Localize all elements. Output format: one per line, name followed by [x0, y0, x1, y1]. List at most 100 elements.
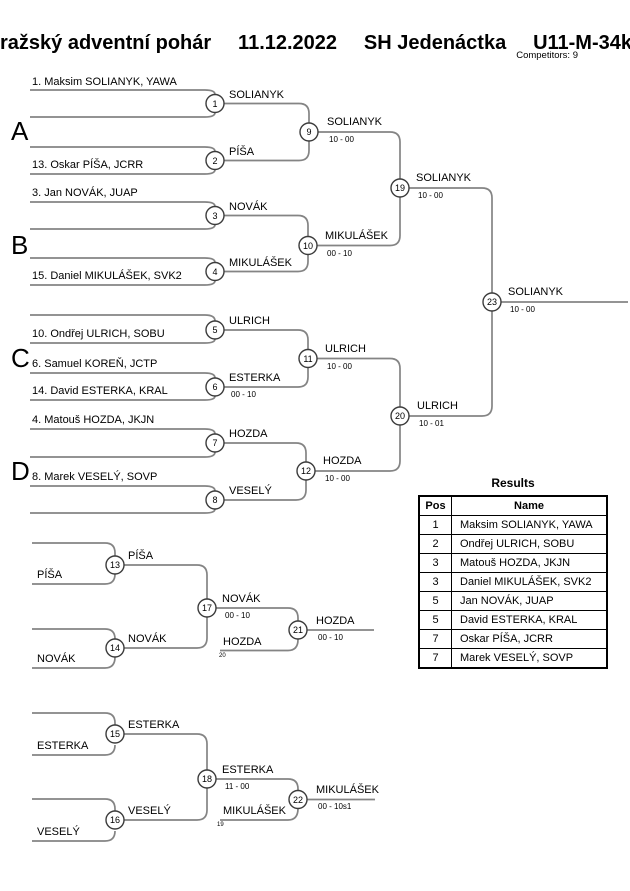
match-circle-23 [482, 292, 502, 312]
entrant-name-esterka: 14. David ESTERKA, KRAL [32, 385, 168, 397]
winner-name-m13: PÍŠA [128, 550, 154, 562]
winner-name-m16: VESELÝ [128, 805, 171, 817]
match-circle-19 [390, 178, 410, 198]
match-score-m10: 00 - 10 [327, 249, 352, 258]
match-circle-2 [205, 150, 225, 171]
match-circle-7 [205, 433, 225, 453]
match-score-m21: 00 - 10 [318, 633, 343, 642]
winner-name-m22: MIKULÁŠEK [316, 784, 379, 796]
match-number-6: 6 [212, 382, 218, 392]
match-score-m11: 10 - 00 [327, 362, 352, 371]
consol2-entrant-esterka: ESTERKA [37, 740, 89, 752]
entrant-name-hozda: 4. Matouš HOZDA, JKJN [32, 414, 155, 426]
results-panel: Results Pos Name 1 Maksim SOLIANYK, YAWA… [418, 476, 608, 669]
winner-name-m20: ULRICH [417, 400, 458, 412]
match-circle-10 [298, 235, 318, 256]
result-name: Jan NOVÁK, JUAP [451, 591, 608, 611]
winner-name-m4: MIKULÁŠEK [229, 257, 292, 269]
match-number-5: 5 [212, 325, 218, 335]
match-circle-9 [299, 122, 319, 142]
winner-name-m17: NOVÁK [222, 593, 261, 605]
match-number-12: 12 [300, 466, 311, 476]
match-score-m23: 10 - 00 [510, 305, 535, 314]
winner-name-m6: ESTERKA [229, 372, 281, 384]
match-number-14: 14 [109, 643, 120, 653]
match-circle-12 [296, 461, 316, 481]
match-circle-17 [197, 598, 217, 618]
match-number-17: 17 [201, 603, 212, 613]
dropin-name-hozda: HOZDA [223, 636, 262, 648]
match-number-2: 2 [212, 155, 218, 166]
dropin-name-mikulasek: MIKULÁŠEK [223, 805, 286, 817]
results-title: Results [491, 476, 535, 490]
entrant-name-ulrich: 10. Ondřej ULRICH, SOBU [32, 328, 165, 340]
results-header-row: Pos Name [418, 495, 608, 516]
result-pos: 1 [418, 515, 452, 535]
entrant-name-koren: 6. Samuel KOREŇ, JCTP [32, 358, 158, 370]
result-row: 7 Marek VESELÝ, SOVP [418, 648, 608, 669]
page-title: ražský adventní pohár 11.12.2022 SH Jede… [0, 30, 630, 56]
entrant-name-solianyk: 1. Maksim SOLIANYK, YAWA [32, 76, 177, 88]
winner-name-m5: ULRICH [229, 315, 270, 327]
result-row: 1 Maksim SOLIANYK, YAWA [418, 515, 608, 535]
match-number-22: 22 [292, 794, 303, 805]
result-row: 5 Jan NOVÁK, JUAP [418, 591, 608, 611]
match-number-11: 11 [303, 353, 313, 364]
match-circle-16 [105, 810, 125, 830]
match-score-m6: 00 - 10 [231, 390, 256, 399]
winner-name-m3: NOVÁK [229, 201, 268, 213]
winner-name-m8: VESELÝ [229, 485, 272, 497]
entrant-name-pisa: 13. Oskar PÍŠA, JCRR [32, 159, 144, 171]
consolation1-lines [32, 542, 374, 669]
match-number-4: 4 [212, 266, 218, 277]
match-score-m19: 10 - 00 [418, 191, 443, 200]
match-circle-5 [205, 320, 225, 340]
dropin-source-ref-20: 20 [219, 653, 226, 659]
result-pos: 7 [418, 648, 452, 669]
competitors-count: Competitors: 9 [516, 50, 578, 61]
group-label-c: C [11, 343, 30, 373]
match-circle-21 [288, 620, 308, 640]
match-circle-6 [205, 377, 225, 397]
result-pos: 3 [418, 553, 452, 573]
match-circle-4 [205, 261, 225, 282]
title-part-category: U11-M-34k [533, 32, 630, 54]
match-circle-3 [205, 205, 225, 226]
entrant-name-vesely: 8. Marek VESELÝ, SOVP [32, 471, 158, 483]
winner-name-m23: SOLIANYK [508, 286, 564, 298]
match-circle-8 [205, 490, 225, 510]
match-score-m22: 00 - 10s1 [318, 802, 352, 811]
match-number-23: 23 [486, 297, 497, 307]
result-row: 3 Matouš HOZDA, JKJN [418, 553, 608, 573]
winner-name-m2: PÍŠA [229, 146, 255, 158]
title-part-date: 11.12.2022 [238, 32, 338, 54]
winner-name-m12: HOZDA [323, 455, 362, 467]
group-label-b: B [11, 230, 29, 260]
col-header-name: Name [451, 495, 608, 516]
match-number-21: 21 [292, 625, 303, 635]
match-number-20: 20 [394, 411, 405, 421]
result-pos: 7 [418, 629, 452, 649]
match-number-3: 3 [212, 210, 218, 221]
match-number-18: 18 [201, 774, 212, 784]
match-number-13: 13 [109, 560, 120, 570]
match-score-m17: 00 - 10 [225, 611, 250, 620]
match-number-8: 8 [212, 495, 218, 505]
title-part-venue: SH Jedenáctka [363, 32, 507, 54]
result-row: 3 Daniel MIKULÁŠEK, SVK2 [418, 572, 608, 592]
results-table: Pos Name 1 Maksim SOLIANYK, YAWA 2 Ondře… [418, 495, 608, 669]
dropin-source-ref-19: 19 [217, 822, 224, 828]
match-circle-13 [105, 555, 125, 575]
match-circle-11 [298, 348, 318, 369]
match-number-10: 10 [302, 240, 313, 251]
group-label-a: A [11, 116, 29, 146]
match-number-19: 19 [394, 183, 405, 193]
title-part-event: ražský adventní pohár [0, 32, 212, 54]
col-header-pos: Pos [418, 495, 452, 516]
winner-name-m19: SOLIANYK [416, 172, 472, 184]
consolation2-lines [32, 712, 375, 842]
winner-name-m1: SOLIANYK [229, 89, 285, 101]
result-row: 5 David ESTERKA, KRAL [418, 610, 608, 630]
